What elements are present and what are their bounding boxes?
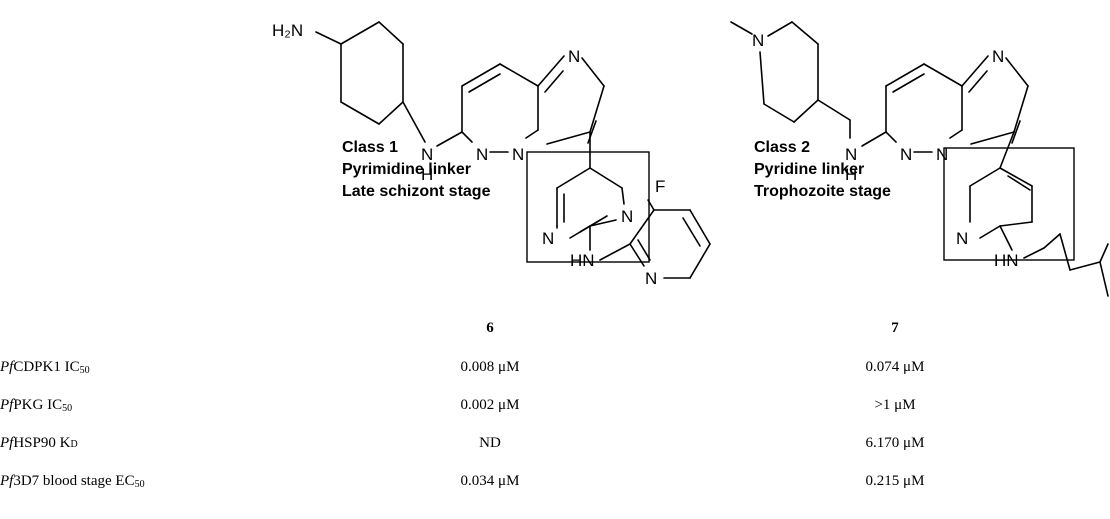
table-row: PfPKG IC50 0.002 μM >1 μM: [0, 386, 1110, 424]
value-compound-7: 6.170 μM: [865, 434, 925, 451]
structure-compound-6: H₂N N H N N N: [272, 21, 711, 288]
value-compound-7: >1 μM: [874, 396, 916, 413]
row-label-sub: 50: [79, 364, 90, 376]
fluorine-label: F: [655, 177, 665, 196]
row-label: Pf3D7 blood stage EC50: [0, 462, 300, 500]
value-compound-6: 0.034 μM: [460, 472, 520, 489]
row-label: PfCDPK1 IC50: [0, 348, 300, 386]
row-label-prefix: Pf: [0, 472, 14, 489]
table-row: Pf3D7 blood stage EC50 0.034 μM 0.215 μM: [0, 462, 1110, 500]
row-label-prefix: Pf: [0, 434, 14, 451]
row-label-sub: 50: [134, 478, 145, 490]
ring-n3-label: N: [568, 47, 580, 66]
pyridine-n-label-7: N: [956, 229, 968, 248]
hn-label: HN: [570, 251, 595, 270]
nh-n-label-7: N: [845, 145, 857, 164]
value-compound-6: ND: [479, 434, 501, 451]
row-label-name: PKG IC: [13, 396, 63, 413]
value-compound-6: 0.002 μM: [460, 396, 520, 413]
row-label-name: HSP90 K: [13, 434, 71, 451]
ring-n3-label-7: N: [992, 47, 1004, 66]
nh-h-label-7: H: [845, 165, 857, 184]
class-label-7-line1: Class 2: [754, 139, 810, 156]
row-label-name: 3D7 blood stage EC: [13, 472, 135, 489]
class-label-line2: Pyrimidine linker: [342, 161, 471, 178]
class-label-line3: Late schizont stage: [342, 183, 491, 200]
compound-header-row: 6 7: [0, 308, 1110, 348]
ring-n2-label-7: N: [936, 145, 948, 164]
chemical-structures: H₂N N H N N N: [272, 21, 1109, 297]
row-label-prefix: Pf: [0, 358, 14, 375]
nh-n-label: N: [421, 145, 433, 164]
class-label-7-line3: Trophozoite stage: [754, 183, 891, 200]
pym-n1-label: N: [621, 207, 633, 226]
class-label-line1: Class 1: [342, 139, 398, 156]
row-label-prefix: Pf: [0, 396, 14, 413]
structure-compound-7: N N H N N N: [730, 21, 1109, 297]
value-compound-7: 0.074 μM: [865, 358, 925, 375]
hn-label-7: HN: [994, 251, 1019, 270]
table-row: PfCDPK1 IC50 0.008 μM 0.074 μM: [0, 348, 1110, 386]
table-row: PfHSP90 KD ND 6.170 μM: [0, 424, 1110, 462]
row-label-sub: 50: [62, 402, 73, 414]
ring-n1-label: N: [476, 145, 488, 164]
ring-n1-label-7: N: [900, 145, 912, 164]
row-label: PfHSP90 KD: [0, 424, 300, 462]
pyridine-n-label: N: [645, 269, 657, 288]
ring-n2-label: N: [512, 145, 524, 164]
piperidine-n-label: N: [752, 31, 764, 50]
row-label-sub: D: [70, 438, 78, 450]
value-compound-7: 0.215 μM: [865, 472, 925, 489]
activity-table: 6 7 PfCDPK1 IC50 0.008 μM 0.074 μM PfPKG…: [0, 308, 1110, 500]
value-compound-6: 0.008 μM: [460, 358, 520, 375]
row-label: PfPKG IC50: [0, 386, 300, 424]
pym-n2-label: N: [542, 229, 554, 248]
amine-label: H₂N: [272, 21, 303, 40]
compound-6-header: 6: [486, 319, 494, 336]
nh-h-label: H: [421, 165, 433, 184]
class-label-7-line2: Pyridine linker: [754, 161, 864, 178]
compound-7-header: 7: [891, 319, 899, 336]
row-label-name: CDPK1 IC: [13, 358, 80, 375]
header-empty-cell: [0, 308, 300, 348]
